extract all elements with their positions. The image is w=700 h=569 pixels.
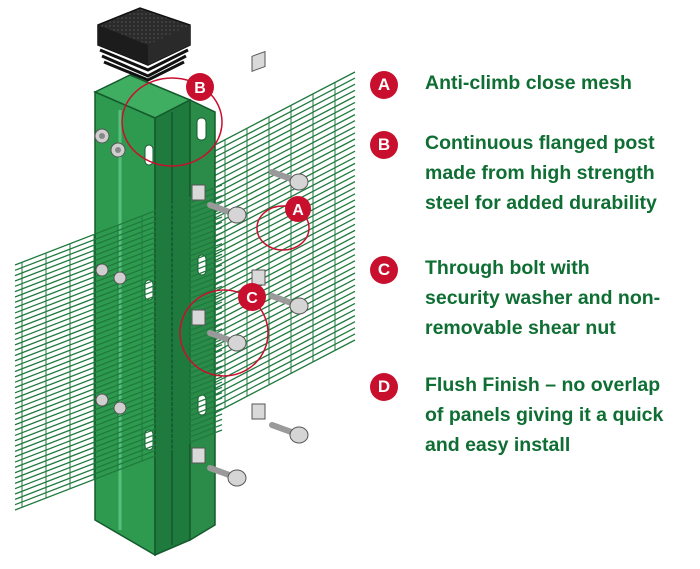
legend-item-c: C Through bolt with security washer and … bbox=[370, 253, 700, 343]
bolt-icon bbox=[207, 169, 309, 487]
legend-text-c: Through bolt with security washer and no… bbox=[425, 257, 661, 339]
fence-post-illustration: B A C bbox=[14, 7, 356, 557]
legend-item-a: A Anti-climb close mesh bbox=[370, 68, 700, 99]
marker-c-label: C bbox=[246, 290, 258, 307]
shear-nut-icon bbox=[191, 50, 266, 464]
post-cap-icon bbox=[97, 7, 191, 82]
legend-text-a: Anti-climb close mesh bbox=[425, 72, 632, 94]
right-mesh-panel bbox=[214, 71, 356, 414]
left-mesh-panel bbox=[14, 184, 223, 511]
callout-circle-a: A bbox=[256, 196, 311, 251]
legend-text-b: Continuous flanged post made from high s… bbox=[425, 132, 657, 214]
legend-text-d: Flush Finish – no overlap of panels givi… bbox=[425, 374, 664, 456]
badge-c: C bbox=[370, 256, 398, 284]
callout-circle-c: C bbox=[179, 283, 269, 377]
badge-d: D bbox=[370, 373, 398, 401]
legend-item-b: B Continuous flanged post made from high… bbox=[370, 128, 700, 218]
marker-a-label: A bbox=[292, 202, 304, 219]
badge-a: A bbox=[370, 71, 398, 99]
callout-circle-b: B bbox=[121, 73, 223, 167]
badge-b: B bbox=[370, 131, 398, 159]
legend-item-d: D Flush Finish – no overlap of panels gi… bbox=[370, 370, 700, 460]
marker-b-label: B bbox=[194, 80, 206, 97]
washer-icon bbox=[94, 128, 127, 415]
